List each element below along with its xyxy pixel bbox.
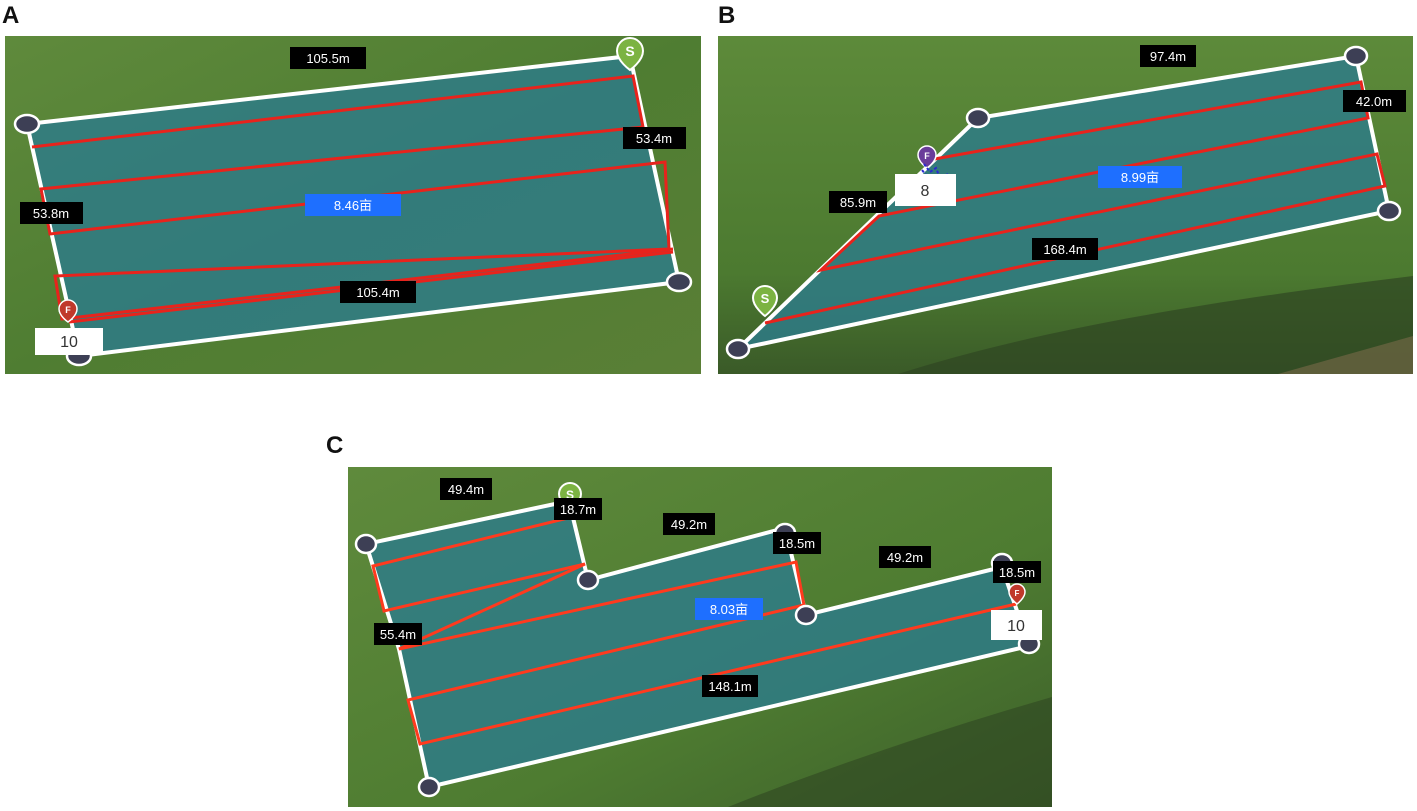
edge-length-badge <box>879 546 931 568</box>
edge-length-label: 105.4m <box>356 285 399 300</box>
start-marker-icon[interactable]: S <box>751 284 779 318</box>
start-marker-label: S <box>625 43 634 59</box>
edge-length-badge <box>623 127 686 149</box>
start-marker-label: S <box>761 291 770 306</box>
flight-route <box>371 515 1017 746</box>
edge-length-badge <box>554 498 602 520</box>
area-label: 8.46亩 <box>334 198 372 213</box>
area-badge <box>695 598 763 620</box>
edge-length-label: 55.4m <box>380 627 416 642</box>
vertex-handle[interactable] <box>1376 200 1402 222</box>
edge-length-label: 42.0m <box>1356 94 1392 109</box>
edge-length-badge <box>1032 238 1098 260</box>
vertex-handle[interactable] <box>665 271 693 293</box>
map-panel-c[interactable]: S F 10 49.4m 18.7m 49.2m 18.5m 49.2m 18.… <box>348 467 1052 807</box>
edge-length-badge <box>290 47 366 69</box>
area-badge <box>1098 166 1182 188</box>
count-box <box>991 610 1042 640</box>
count-box <box>35 328 103 355</box>
edge-length-badge <box>773 532 821 554</box>
count-label: 8 <box>921 183 930 200</box>
edge-length-badge <box>440 478 492 500</box>
map-panel-a[interactable]: S F 10 105.5m 53.4m 53.8m 105.4m 8.46亩 <box>5 36 701 374</box>
edge-length-label: 168.4m <box>1043 242 1086 257</box>
panel-letter-a: A <box>2 2 20 29</box>
edge-length-badge <box>1140 45 1196 67</box>
edge-length-badge <box>829 191 887 213</box>
edge-length-badge <box>1343 90 1406 112</box>
vertex-handle[interactable] <box>13 113 41 135</box>
edge-length-label: 18.5m <box>999 565 1035 580</box>
area-label: 8.03亩 <box>710 602 748 617</box>
end-marker-icon[interactable]: F <box>1008 583 1026 605</box>
end-marker-icon[interactable]: F <box>58 299 78 323</box>
dark-vegetation <box>728 697 1052 807</box>
edge-length-label: 105.5m <box>306 51 349 66</box>
vertex-handle[interactable] <box>965 107 991 129</box>
vertex-handle[interactable] <box>576 569 600 591</box>
edge-length-label: 18.7m <box>560 502 596 517</box>
panel-letter-b: B <box>718 2 736 29</box>
flight-route <box>764 80 1387 325</box>
edge-length-label: 49.2m <box>671 517 707 532</box>
edge-length-badge <box>993 561 1041 583</box>
edge-length-label: 49.2m <box>887 550 923 565</box>
vertex-handle[interactable] <box>354 533 378 555</box>
vertex-handle[interactable] <box>1343 45 1369 67</box>
vertex-handle[interactable] <box>417 776 441 798</box>
edge-length-badge <box>374 623 422 645</box>
count-label: 10 <box>60 334 78 351</box>
area-badge <box>305 194 401 216</box>
edge-length-label: 85.9m <box>840 195 876 210</box>
end-marker-label: F <box>924 151 930 161</box>
edge-length-badge <box>663 513 715 535</box>
edge-length-badge <box>340 281 416 303</box>
edge-length-label: 49.4m <box>448 482 484 497</box>
start-marker-label: S <box>566 488 574 502</box>
edge-length-label: 53.8m <box>33 206 69 221</box>
edge-length-badge <box>702 675 758 697</box>
count-label: 10 <box>1007 618 1025 635</box>
end-marker-label: F <box>65 305 71 315</box>
dark-vegetation <box>898 276 1413 374</box>
edge-length-label: 97.4m <box>1150 49 1186 64</box>
dirt-path <box>1278 336 1413 374</box>
vertex-handle[interactable] <box>794 604 818 626</box>
end-marker-label: F <box>1015 589 1020 598</box>
edge-length-label: 148.1m <box>708 679 751 694</box>
start-marker-icon[interactable]: S <box>615 36 645 72</box>
area-label: 8.99亩 <box>1121 170 1159 185</box>
panel-letter-c: C <box>326 432 344 459</box>
edge-length-label: 18.5m <box>779 536 815 551</box>
map-panel-b[interactable]: S F 8 97.4m 42.0m 85.9m 168.4m 8.99亩 <box>718 36 1413 374</box>
vertex-handle[interactable] <box>725 338 751 360</box>
edge-length-badge <box>20 202 83 224</box>
edge-length-label: 53.4m <box>636 131 672 146</box>
count-box <box>895 174 956 206</box>
